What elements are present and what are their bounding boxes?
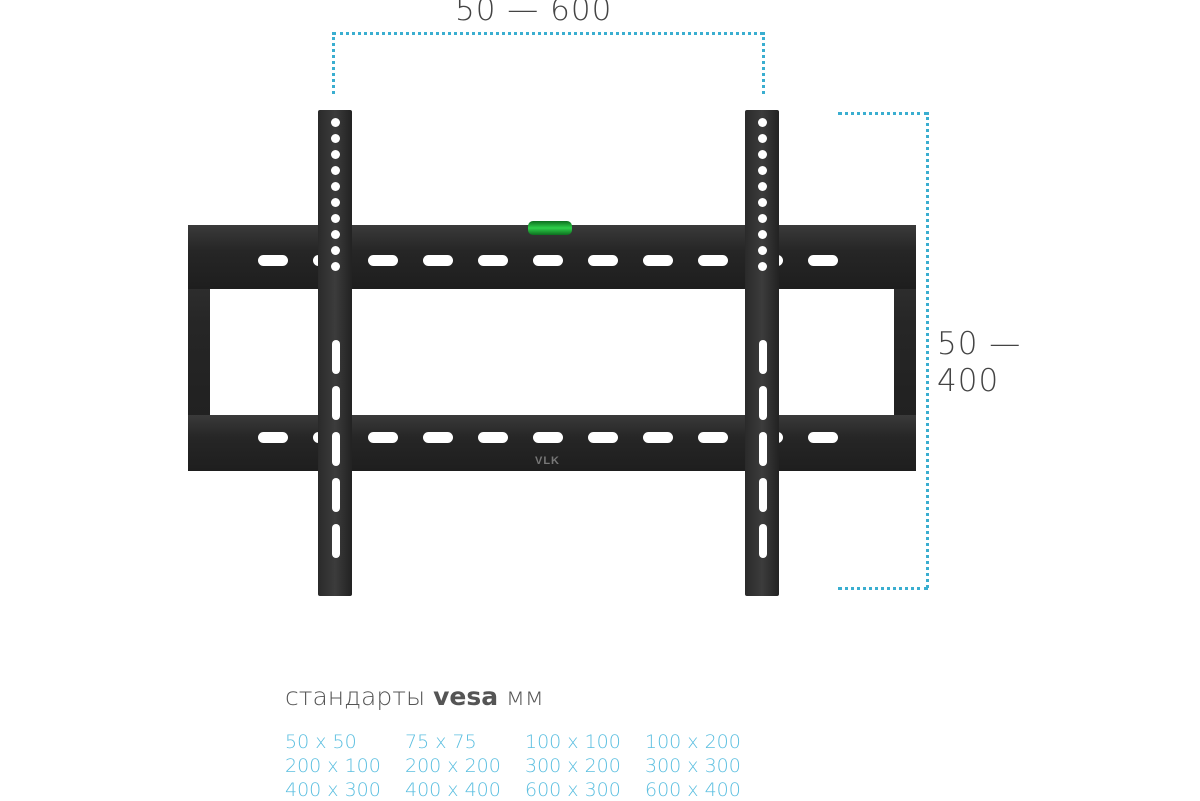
arm-slot: [332, 386, 340, 420]
height-dimension-label-2: 400: [937, 363, 1000, 399]
vesa-standards-heading: стандарты vesa мм: [285, 682, 544, 711]
mounting-slot: [368, 255, 398, 266]
width-dimension-right-tick: [762, 32, 765, 94]
arm-slot: [759, 386, 767, 420]
arm-hole: [331, 118, 340, 127]
mounting-slot: [368, 432, 398, 443]
arm-hole: [758, 198, 767, 207]
heading-unit: мм: [506, 682, 544, 711]
vesa-size: 50 x 50: [285, 731, 357, 753]
height-dimension-label-1: 50 —: [937, 326, 1022, 362]
mounting-slot: [698, 432, 728, 443]
arm-slot: [759, 432, 767, 466]
heading-prefix: стандарты: [285, 682, 426, 711]
arm-hole: [331, 262, 340, 271]
arm-slot: [332, 432, 340, 466]
arm-hole: [331, 134, 340, 143]
mounting-slot: [643, 255, 673, 266]
mounting-slot: [588, 432, 618, 443]
mounting-slot: [808, 255, 838, 266]
vesa-size: 100 x 100: [525, 731, 621, 753]
arm-slot: [332, 524, 340, 558]
arm-hole: [758, 262, 767, 271]
arm-hole: [758, 134, 767, 143]
mounting-slot: [698, 255, 728, 266]
vesa-size: 100 x 200: [645, 731, 741, 753]
vesa-size: 300 x 300: [645, 755, 741, 777]
heading-bold: vesa: [433, 682, 499, 711]
arm-hole: [331, 150, 340, 159]
mounting-slot: [423, 432, 453, 443]
mounting-slot: [258, 432, 288, 443]
arm-hole: [758, 166, 767, 175]
vesa-size: 75 x 75: [405, 731, 477, 753]
mounting-slot: [588, 255, 618, 266]
logo: VLK: [535, 455, 560, 467]
arm-hole: [758, 182, 767, 191]
mounting-slot: [258, 255, 288, 266]
arm-slot: [332, 340, 340, 374]
mounting-slot: [643, 432, 673, 443]
vesa-size: 200 x 100: [285, 755, 381, 777]
arm-hole: [331, 230, 340, 239]
arm-hole: [331, 166, 340, 175]
mounting-slot: [808, 432, 838, 443]
arm-hole: [758, 230, 767, 239]
vesa-size: 300 x 200: [525, 755, 621, 777]
vesa-size: 400 x 400: [405, 779, 501, 801]
width-dimension-line: [333, 32, 763, 35]
vesa-size: 200 x 200: [405, 755, 501, 777]
arm-hole: [331, 198, 340, 207]
arm-hole: [758, 246, 767, 255]
arm-slot: [759, 340, 767, 374]
vesa-size: 600 x 300: [525, 779, 621, 801]
height-dimension-bottom-tick: [838, 587, 928, 590]
width-dimension-left-tick: [332, 32, 335, 94]
arm-hole: [758, 150, 767, 159]
mounting-slot: [478, 432, 508, 443]
arm-hole: [331, 246, 340, 255]
arm-slot: [759, 524, 767, 558]
mounting-slot: [423, 255, 453, 266]
mounting-slot: [478, 255, 508, 266]
mounting-slot: [533, 255, 563, 266]
bubble-level: [528, 221, 572, 235]
vesa-size: 400 x 300: [285, 779, 381, 801]
arm-hole: [758, 214, 767, 223]
arm-slot: [759, 478, 767, 512]
arm-hole: [331, 214, 340, 223]
width-dimension-label: 50 — 600: [455, 0, 613, 28]
arm-hole: [331, 182, 340, 191]
arm-slot: [332, 478, 340, 512]
vesa-size: 600 x 400: [645, 779, 741, 801]
mounting-slot: [533, 432, 563, 443]
bottom-rail: [188, 415, 916, 471]
height-dimension-line: [926, 112, 929, 588]
height-dimension-top-tick: [838, 112, 928, 115]
arm-hole: [758, 118, 767, 127]
